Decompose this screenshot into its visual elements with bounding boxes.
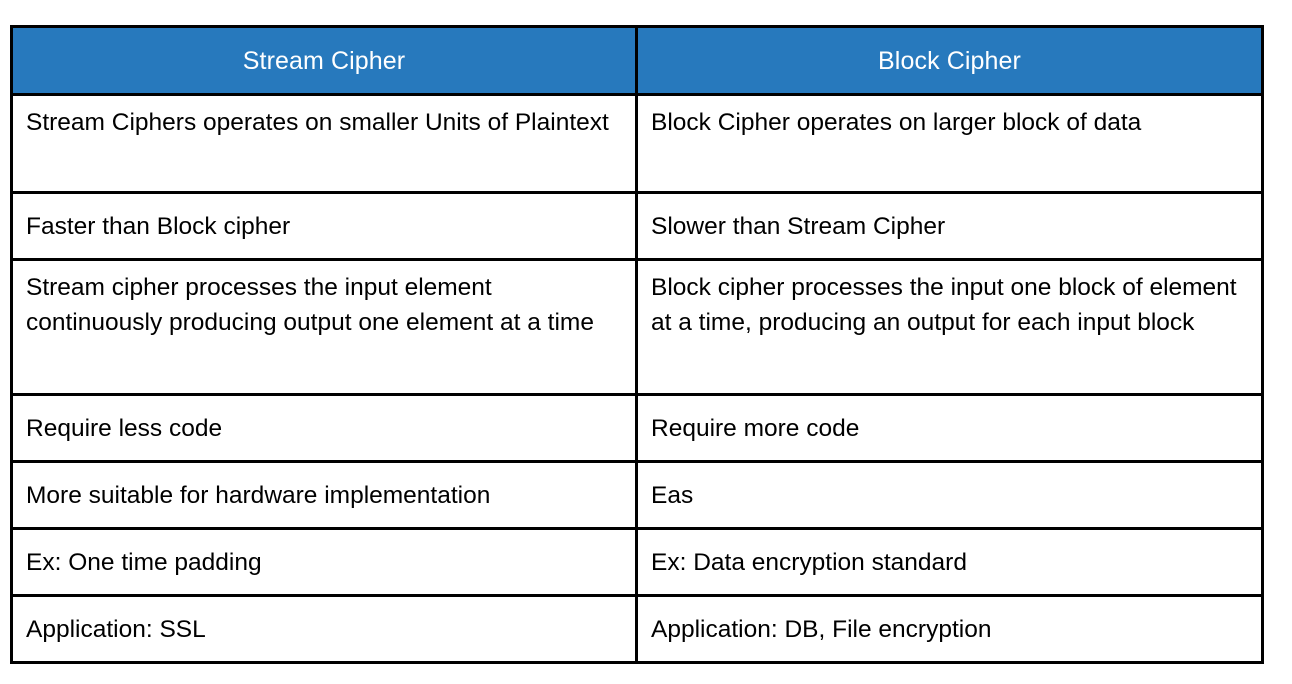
column-header-block-cipher: Block Cipher — [635, 25, 1264, 96]
table-header-row: Stream Cipher Block Cipher — [10, 25, 1264, 96]
table-row: Ex: One time padding Ex: Data encryption… — [10, 527, 1264, 597]
cell-block-cipher: Require more code — [635, 393, 1264, 463]
cell-stream-cipher: Stream cipher processes the input elemen… — [10, 258, 638, 396]
cell-stream-cipher: Stream Ciphers operates on smaller Units… — [10, 93, 638, 194]
cell-block-cipher: Slower than Stream Cipher — [635, 191, 1264, 261]
table-row: More suitable for hardware implementatio… — [10, 460, 1264, 530]
cell-stream-cipher: Require less code — [10, 393, 638, 463]
cell-stream-cipher: More suitable for hardware implementatio… — [10, 460, 638, 530]
table-header: Stream Cipher Block Cipher — [10, 25, 1264, 96]
cipher-comparison-table: Stream Cipher Block Cipher Stream Cipher… — [10, 25, 1264, 664]
cell-stream-cipher: Ex: One time padding — [10, 527, 638, 597]
table-row: Stream Ciphers operates on smaller Units… — [10, 93, 1264, 194]
table-row: Stream cipher processes the input elemen… — [10, 258, 1264, 396]
table-row: Faster than Block cipher Slower than Str… — [10, 191, 1264, 261]
table-row: Require less code Require more code — [10, 393, 1264, 463]
table-row: Application: SSL Application: DB, File e… — [10, 594, 1264, 664]
cell-block-cipher: Application: DB, File encryption — [635, 594, 1264, 664]
cell-block-cipher: Eas — [635, 460, 1264, 530]
cell-block-cipher: Ex: Data encryption standard — [635, 527, 1264, 597]
cell-stream-cipher: Application: SSL — [10, 594, 638, 664]
table-body: Stream Ciphers operates on smaller Units… — [10, 93, 1264, 664]
cell-block-cipher: Block cipher processes the input one blo… — [635, 258, 1264, 396]
column-header-stream-cipher: Stream Cipher — [10, 25, 638, 96]
cell-block-cipher: Block Cipher operates on larger block of… — [635, 93, 1264, 194]
cell-stream-cipher: Faster than Block cipher — [10, 191, 638, 261]
